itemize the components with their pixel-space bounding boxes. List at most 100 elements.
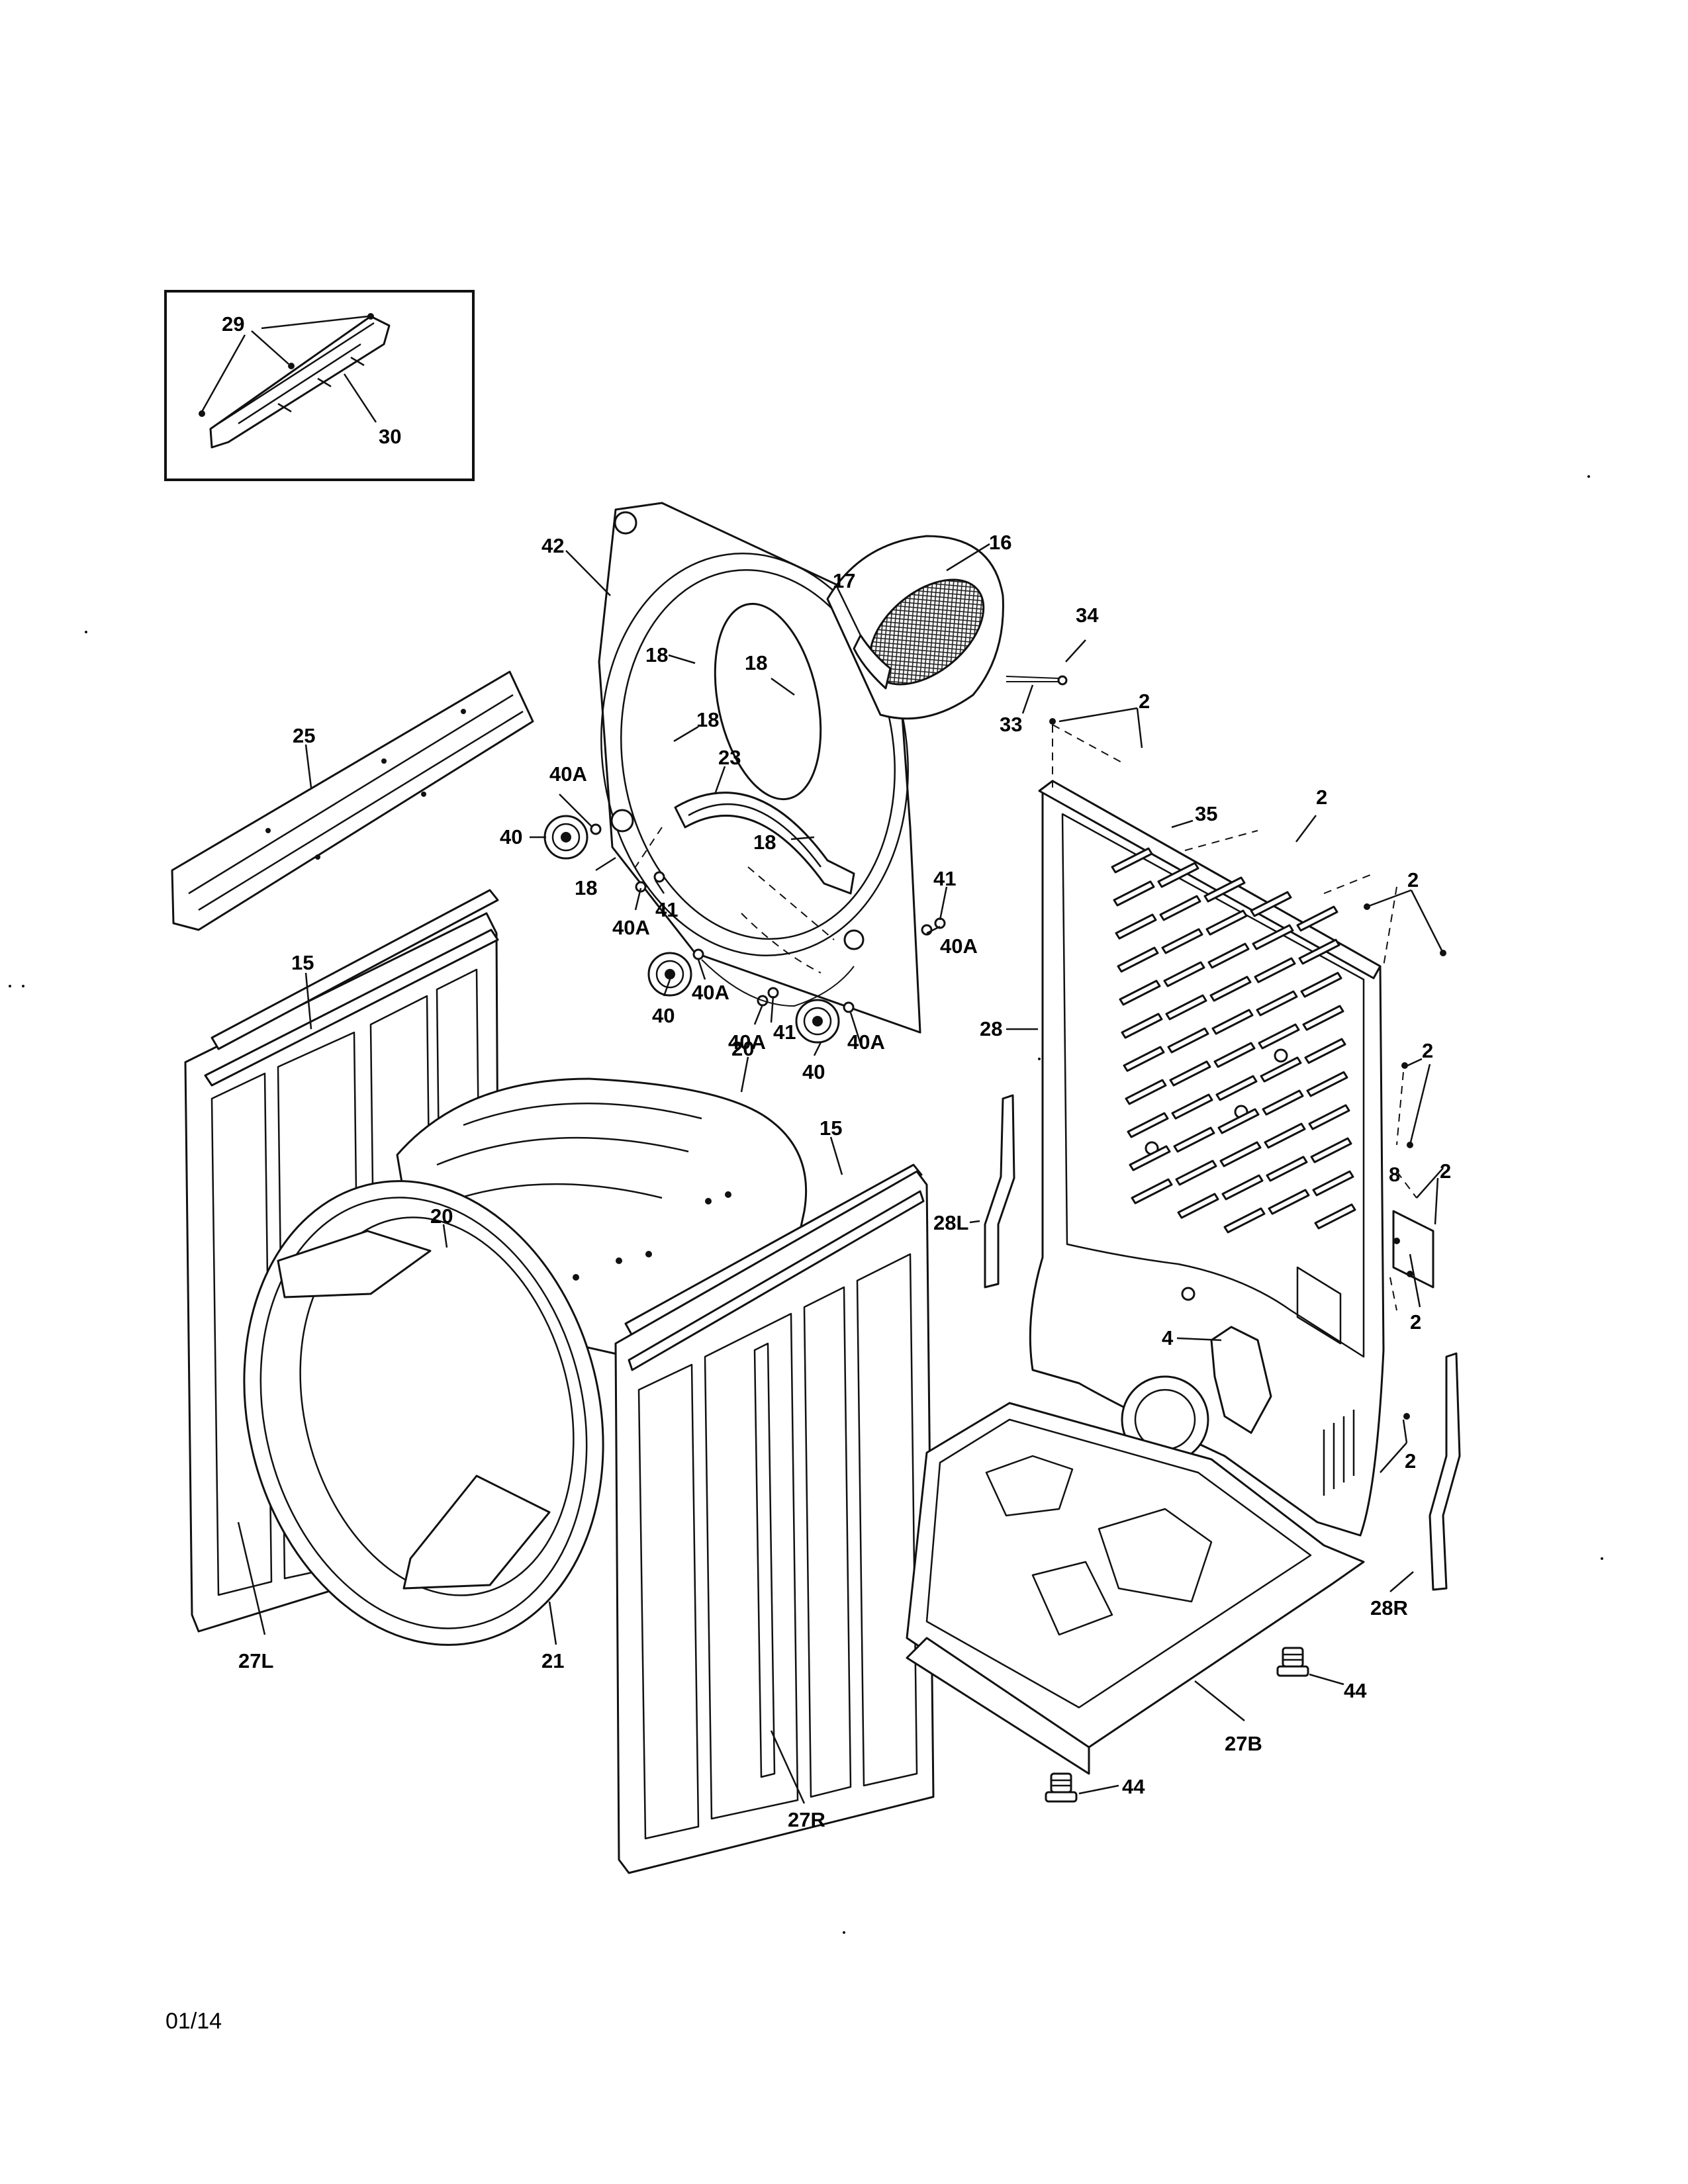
callout-44-a: 44	[1344, 1679, 1367, 1702]
louver-slot	[1298, 938, 1340, 965]
callout-28: 28	[980, 1017, 1002, 1040]
louver-slot	[1252, 924, 1294, 950]
louver-slot	[1161, 928, 1203, 954]
callout-27L: 27L	[238, 1649, 273, 1672]
louver-slot	[1312, 1170, 1354, 1197]
callout-27R: 27R	[788, 1808, 825, 1831]
callout-18-b: 18	[745, 651, 767, 674]
callout-2-b: 2	[1316, 786, 1327, 809]
plate-part-8	[1392, 1210, 1434, 1289]
rail-part-15-right	[624, 1163, 923, 1337]
callout-40A-e: 40A	[728, 1030, 766, 1054]
callout-41-c: 41	[773, 1021, 796, 1044]
louver-slot	[1300, 972, 1342, 998]
louver-slot	[1209, 976, 1252, 1002]
callout-40A-c: 40A	[940, 934, 978, 958]
side-rail-part-28R	[1429, 1352, 1461, 1591]
louver-slot	[1215, 1075, 1258, 1101]
callout-18-e: 18	[575, 876, 597, 899]
callout-40-a: 40	[500, 825, 522, 848]
louver-slot	[1123, 1046, 1165, 1072]
louver-slot	[1163, 961, 1205, 987]
louver-slot	[1115, 913, 1157, 940]
callout-18-a: 18	[645, 643, 668, 666]
louver-slot	[1258, 1023, 1300, 1050]
callout-34: 34	[1076, 604, 1099, 627]
callout-40A-f: 40A	[847, 1030, 885, 1054]
callout-40A-a: 40A	[549, 762, 587, 786]
roller-clips	[590, 823, 946, 1013]
callout-30: 30	[379, 425, 401, 448]
louver-slot	[1159, 895, 1201, 921]
callout-2-a: 2	[1139, 690, 1150, 713]
callout-18-c: 18	[696, 708, 719, 731]
louver-slot	[1157, 862, 1199, 888]
bracket-part-4	[1210, 1326, 1272, 1434]
louver-slot	[1211, 1009, 1254, 1035]
louver-slot	[1121, 1013, 1163, 1039]
louver-slot	[1268, 1189, 1310, 1215]
louver-slot	[1207, 942, 1250, 969]
callout-2-e: 2	[1440, 1160, 1451, 1183]
louver-slot	[1165, 994, 1207, 1021]
callout-2-f: 2	[1410, 1310, 1421, 1334]
inset-duct-detail	[164, 290, 475, 481]
footer-date-code: 01/14	[165, 2009, 222, 2034]
louver-slot	[1213, 1042, 1256, 1068]
callout-4: 4	[1162, 1326, 1174, 1349]
louver-slot	[1223, 1207, 1266, 1234]
lint-duct-part-16	[826, 535, 1004, 720]
louver-slot	[1175, 1160, 1217, 1186]
louver-slot	[1306, 1071, 1348, 1097]
side-panel-part-27R	[614, 1170, 935, 1874]
callout-25: 25	[293, 724, 315, 747]
drum-front-seal-part-21	[243, 1180, 604, 1646]
roller-40-mid	[647, 952, 692, 997]
callout-40-b: 40	[652, 1004, 675, 1027]
leveling-foot-44-left	[1045, 1772, 1078, 1803]
callout-40A-b: 40A	[612, 916, 650, 939]
louver-slot	[1171, 1093, 1213, 1120]
callout-23: 23	[718, 746, 741, 769]
bulkhead-part-42	[598, 502, 921, 1034]
callout-8: 8	[1389, 1163, 1400, 1186]
callout-15-a: 15	[291, 951, 314, 974]
roller-40-right	[795, 999, 840, 1044]
callout-2-g: 2	[1405, 1449, 1416, 1473]
rear-panel-part-28	[1029, 780, 1385, 1537]
callout-40A-d: 40A	[692, 981, 729, 1004]
callout-41-b: 41	[933, 867, 956, 890]
louver-slot	[1167, 1027, 1209, 1054]
louver-slot	[1310, 1137, 1352, 1163]
louver-slot	[1264, 1122, 1306, 1149]
base-part-27B	[906, 1402, 1365, 1775]
louver-slot	[1173, 1126, 1215, 1153]
callout-44-b: 44	[1122, 1775, 1145, 1798]
louver-slot	[1111, 847, 1153, 874]
louver-slot	[1262, 1089, 1304, 1116]
leveling-foot-44-right	[1276, 1647, 1309, 1677]
louver-slot	[1219, 1141, 1262, 1167]
callout-20-a: 20	[731, 1037, 754, 1060]
callout-28R: 28R	[1370, 1596, 1408, 1619]
callout-35: 35	[1195, 802, 1217, 825]
rail-part-15-left	[211, 889, 499, 1050]
louver-slot	[1119, 979, 1161, 1006]
louver-slot	[1131, 1178, 1173, 1205]
louver-slot	[1302, 1005, 1344, 1031]
callout-16: 16	[989, 531, 1011, 554]
louver-slot	[1260, 1056, 1302, 1083]
louver-slot	[1129, 1145, 1171, 1171]
callout-21: 21	[541, 1649, 564, 1672]
callout-28L: 28L	[933, 1211, 968, 1234]
callout-27B: 27B	[1225, 1732, 1262, 1755]
louver-slot	[1254, 957, 1296, 983]
callout-15-b: 15	[820, 1116, 842, 1140]
callout-42: 42	[541, 534, 564, 557]
louver-slot	[1314, 1203, 1356, 1230]
louver-slot	[1127, 1112, 1169, 1138]
bearing-slide-part-23	[674, 792, 855, 895]
louver-slot	[1113, 880, 1155, 907]
top-brace-part-25	[171, 670, 534, 931]
louver-slot	[1266, 1156, 1308, 1182]
